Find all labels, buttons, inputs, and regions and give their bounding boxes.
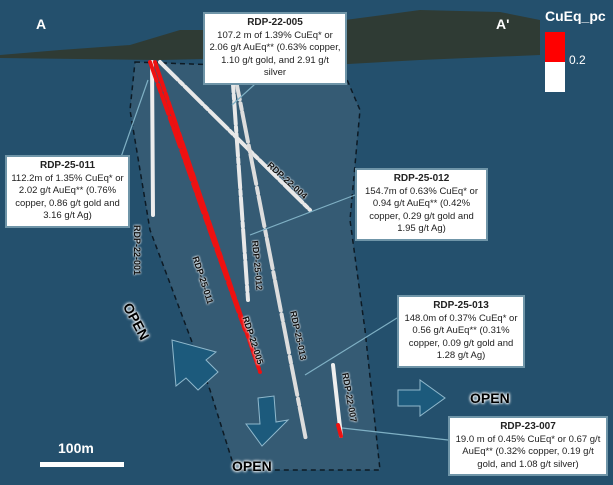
legend-title: CuEq_pc [545,8,606,24]
open-label-right: OPEN [470,390,510,406]
callout-leaders [119,74,449,441]
scale-bar-line [40,462,124,467]
hole-RDP-22-001 [150,60,155,217]
section-end-label: A' [496,16,510,32]
scale-bar-label: 100m [58,440,94,456]
arrow-up-left-icon [171,339,219,391]
hole-label: RDP-22-001 [132,225,142,276]
hole-RDP-22-005 [153,60,262,374]
open-label-bottom: OPEN [232,458,272,474]
section-start-label: A [36,16,47,32]
open-arrows [171,339,446,447]
legend-threshold: 0.2 [569,53,586,67]
hole-RDP-25-012 [230,68,250,302]
arrow-down-icon [245,395,290,447]
hole-RDP-25-013 [232,68,308,442]
legend-high-swatch [545,32,565,62]
drill-traces [148,60,343,442]
arrow-right-icon [397,379,446,417]
legend-low-swatch [545,62,565,92]
